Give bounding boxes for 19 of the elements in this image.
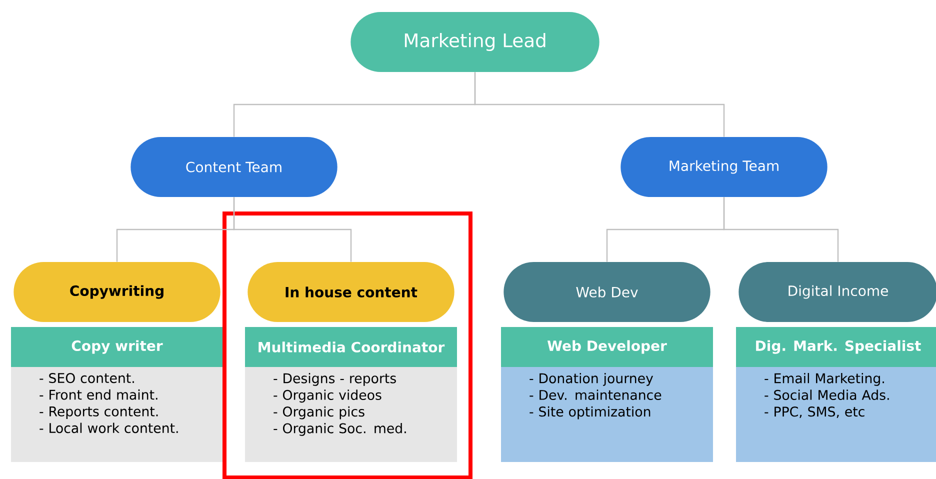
list-box: - Donation journey - Dev. maintenance - Site optimization bbox=[501, 367, 713, 462]
title-band: Copy writer bbox=[11, 327, 223, 367]
rounded-box: In house content bbox=[248, 262, 454, 322]
rounded-box: Digital Income bbox=[738, 262, 936, 322]
list-box: - Designs - reports - Organic videos - Organic pics - Organic Soc. med. bbox=[245, 367, 457, 462]
title-band: Multimedia Coordinator bbox=[245, 327, 457, 367]
rounded-box: Marketing Lead bbox=[350, 12, 600, 72]
connector-line bbox=[474, 72, 725, 137]
title-band: Dig. Mark. Specialist bbox=[736, 327, 936, 367]
connector-line bbox=[723, 197, 839, 262]
rounded-box: Content Team bbox=[130, 137, 338, 197]
highlight-frame bbox=[222, 212, 472, 479]
title-band: Web Developer bbox=[501, 327, 713, 367]
rounded-box: Web Dev bbox=[504, 262, 710, 322]
list-box: - Email Marketing. - Social Media Ads. - PPC, SMS, etc bbox=[736, 367, 936, 462]
rounded-box: Copywriting bbox=[14, 262, 220, 322]
connector-line bbox=[233, 197, 352, 262]
list-box: - SEO content. - Front end maint. - Reports content. - Local work content. bbox=[11, 367, 223, 462]
rounded-box: Marketing Team bbox=[620, 137, 828, 197]
